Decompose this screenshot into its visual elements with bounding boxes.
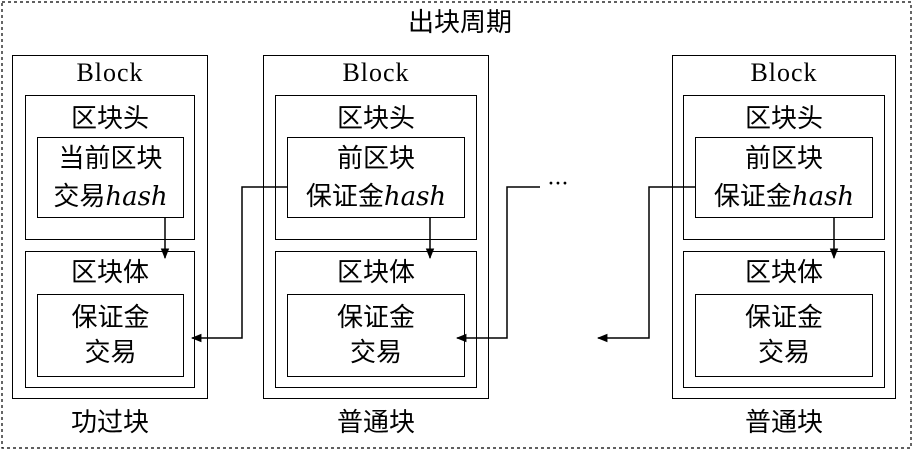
block-1-body-field-line1: 保证金	[71, 303, 150, 333]
block-3-header-field-line2: 保证金hash	[695, 182, 873, 212]
block-1-header-field-line1: 当前区块	[58, 144, 163, 174]
block-2	[263, 55, 489, 399]
block-1-body-field-line2: 交易	[84, 338, 137, 368]
link-block2-to-block1	[190, 186, 287, 343]
block-3-caption: 普通块	[744, 408, 823, 438]
block-3-body-field-line2: 交易	[757, 338, 810, 368]
block-2-body-field-line2: 交易	[349, 338, 402, 368]
block-2-header-field	[287, 137, 465, 218]
block-1-header-field-line2-hash: hash	[105, 182, 168, 212]
block-2-label: Block	[342, 58, 410, 87]
block-2-caption: 普通块	[336, 408, 415, 438]
block-3-header-field-line1: 前区块	[744, 144, 823, 174]
block-1-label: Block	[76, 58, 144, 87]
block-1-header	[25, 95, 195, 240]
ellipsis: ···	[547, 172, 569, 197]
block-1-header-field-line2-cn: 交易	[53, 182, 106, 212]
block-2-header-field-line1: 前区块	[336, 144, 415, 174]
block-1-header-field	[37, 137, 184, 218]
block-2-header-field-line2: 保证金hash	[287, 182, 465, 212]
block-2-header-label: 区块头	[336, 104, 415, 134]
block-1-header-field-line2: 交易hash	[37, 182, 184, 212]
link-ellipsis-to-block2	[455, 186, 540, 343]
block-1-body-field	[37, 294, 184, 377]
block-2-header-field-line2-cn: 保证金	[305, 182, 384, 212]
block-3-header-field	[695, 137, 873, 218]
block-2-header-field-line2-hash: hash	[383, 182, 447, 212]
block-3-label: Block	[750, 58, 818, 87]
block-2-header	[275, 95, 477, 240]
block-3-header-field-line2-hash: hash	[791, 182, 855, 212]
block-3-header	[683, 95, 885, 240]
block-1-body-label: 区块体	[70, 258, 149, 288]
block-2-body-field-line1: 保证金	[336, 303, 415, 333]
block-3-body	[683, 251, 885, 388]
block-3-header-field-line2-cn: 保证金	[713, 182, 792, 212]
diagram-title: 出块周期	[407, 8, 512, 38]
block-3-body-label: 区块体	[744, 258, 823, 288]
block-3	[672, 55, 896, 399]
block-3-header-label: 区块头	[744, 104, 823, 134]
block-1	[12, 55, 208, 399]
block-3-body-field-line1: 保证金	[744, 303, 823, 333]
block-2-body-field	[287, 294, 465, 377]
block-3-body-field	[695, 294, 873, 377]
block-2-body-label: 区块体	[336, 258, 415, 288]
block-1-header-label: 区块头	[70, 104, 149, 134]
block-1-body	[25, 251, 195, 388]
block-1-caption: 功过块	[70, 408, 149, 438]
block-2-body	[275, 251, 477, 388]
